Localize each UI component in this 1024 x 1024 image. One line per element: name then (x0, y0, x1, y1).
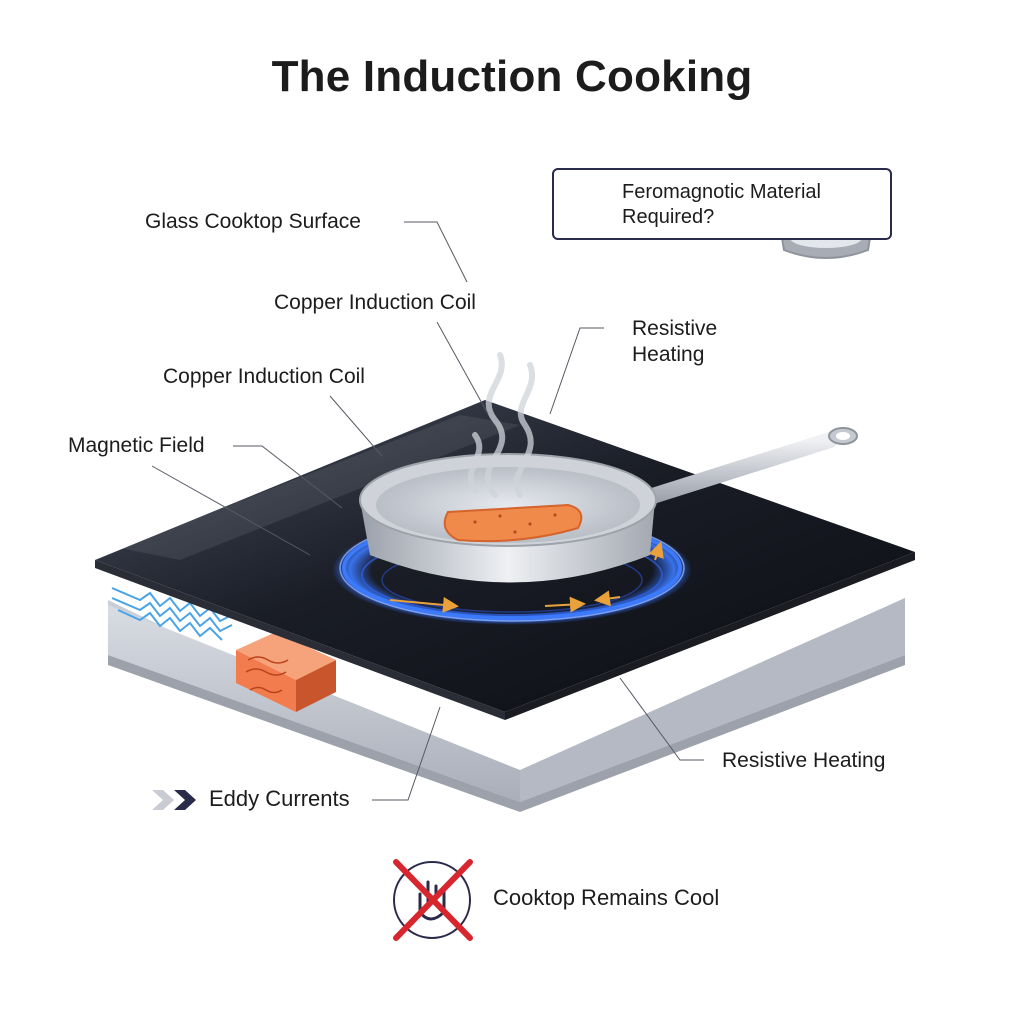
page-title: The Induction Cooking (271, 52, 753, 101)
steam (467, 352, 535, 498)
cooktop-base (108, 598, 905, 812)
label-glass-surface: Glass Cooktop Surface (145, 210, 361, 233)
chevron-icon (152, 790, 196, 810)
label-resistive-line1: Resistive (632, 317, 718, 340)
label-resistive-line2: Heating (632, 343, 705, 366)
leader-lines (151, 221, 704, 801)
label-resistive-heating-top: Resistive Heating (632, 316, 717, 368)
label-cooktop-cool: Cooktop Remains Cool (493, 885, 720, 910)
cutaway-coil (111, 587, 233, 641)
ferromagnetic-callout: Feromagnotic Material Required? (552, 168, 892, 240)
callout-line2: Required? (622, 206, 715, 228)
no-touch-icon (393, 859, 473, 941)
food-item (443, 503, 583, 543)
label-copper-coil-lower: Copper Induction Coil (163, 365, 365, 388)
label-resistive-heating-bottom: Resistive Heating (722, 749, 886, 772)
label-copper-coil-upper: Copper Induction Coil (274, 291, 476, 314)
label-eddy-currents: Eddy Currents (209, 786, 350, 811)
eddy-current-arrows (389, 541, 664, 613)
frying-pan (359, 427, 858, 583)
label-magnetic-field: Magnetic Field (68, 434, 205, 457)
callout-text: Feromagnotic Material Required? (622, 180, 821, 230)
callout-line1: Feromagnotic Material (622, 181, 821, 203)
ferrite-block (236, 632, 336, 712)
